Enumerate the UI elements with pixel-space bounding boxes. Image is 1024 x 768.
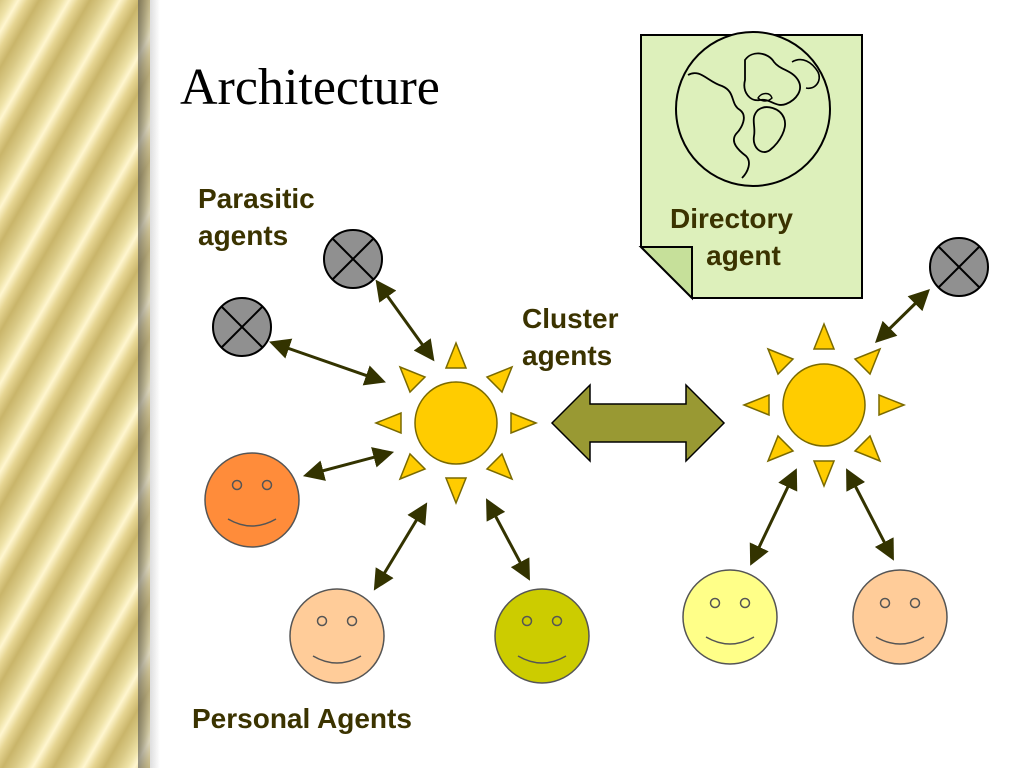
stripe-panel-shadow: [138, 0, 160, 768]
crossed-circle-icon: [323, 229, 383, 289]
directory-label-line-1: Directory: [670, 203, 793, 234]
smiley-icon: [289, 588, 385, 684]
slide-title: Architecture: [180, 59, 440, 116]
parasitic-label-line-1: Parasitic: [198, 183, 315, 214]
cluster-label-line-2: agents: [522, 340, 613, 371]
sun-icon: [741, 321, 907, 489]
sun-icon: [373, 340, 539, 506]
decorative-stripe-panel: [0, 0, 150, 768]
connector-parasitic-top: [375, 279, 435, 362]
crossed-circle-icon: [929, 237, 989, 297]
directory-label-line-2: agent: [706, 240, 781, 271]
globe-icon: [675, 31, 831, 187]
connector-personal-orange: [302, 447, 395, 481]
double-arrow-icon: [550, 383, 726, 463]
directory-agent-label: Directory agent: [670, 200, 793, 274]
smiley-icon: [204, 452, 300, 548]
smiley-icon: [682, 569, 778, 665]
parasitic-label-line-2: agents: [198, 220, 289, 251]
connector-parasitic-left: [269, 338, 386, 386]
crossed-circle-icon: [212, 297, 272, 357]
cluster-label-line-1: Cluster: [522, 303, 619, 334]
connector-personal-yellow: [749, 468, 798, 566]
parasitic-agents-label: Parasitic agents: [198, 180, 315, 254]
connector-personal-olive: [486, 498, 530, 581]
smiley-icon: [494, 588, 590, 684]
cluster-agents-label: Cluster agents: [522, 300, 618, 374]
connector-personal-peach-right: [846, 468, 894, 561]
connector-personal-peach: [373, 502, 428, 591]
personal-agents-label: Personal Agents: [192, 703, 412, 734]
connector-parasitic-right: [874, 289, 931, 343]
agent-connectors: [269, 279, 931, 591]
smiley-icon: [852, 569, 948, 665]
